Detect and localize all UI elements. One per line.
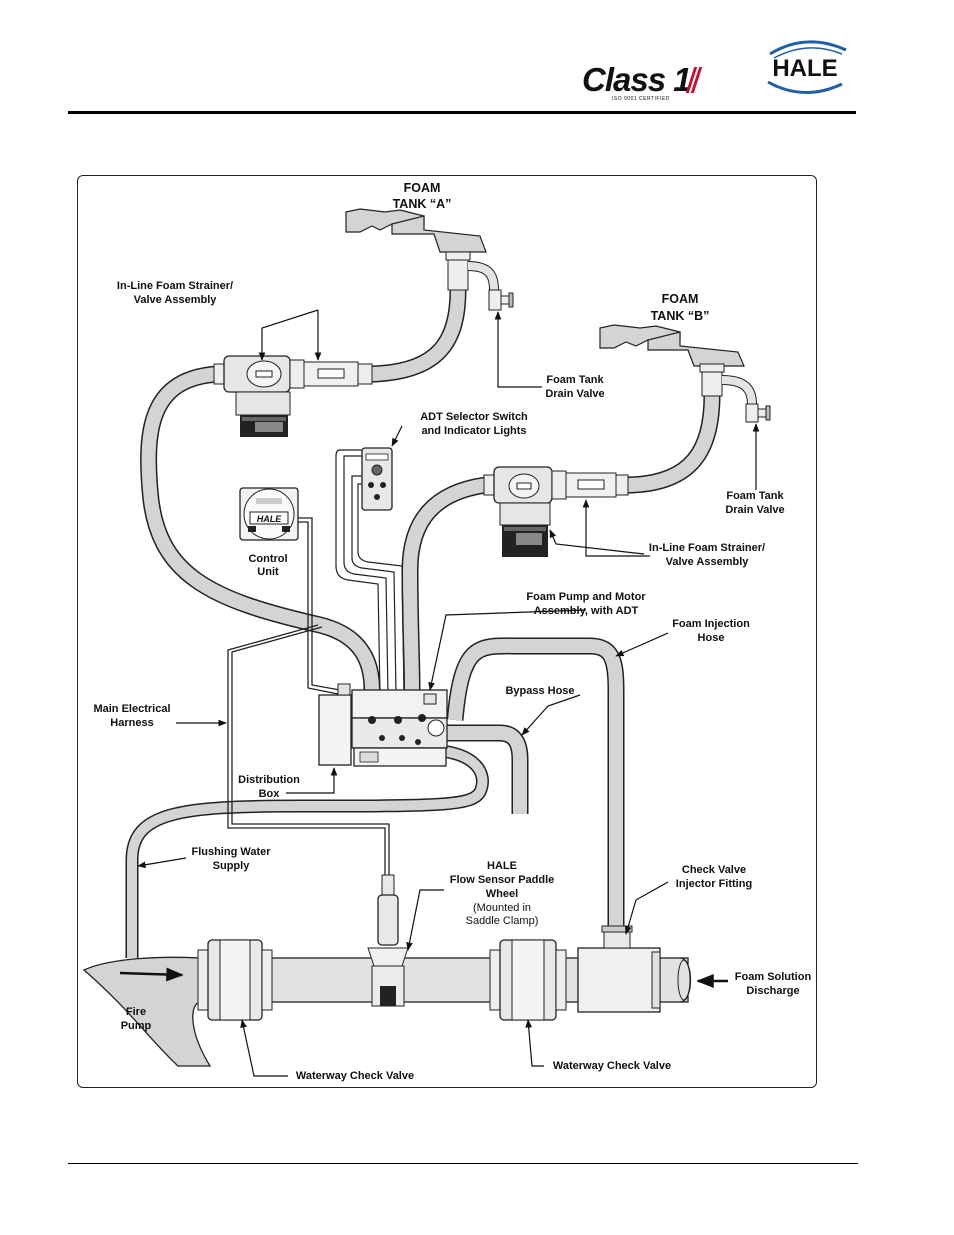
distribution-box	[318, 683, 352, 766]
label-line: Assembly, with ADT	[534, 605, 639, 617]
label-line: Drain Valve	[725, 504, 784, 516]
foam-tank-b-label: FOAM TANK “B”	[651, 292, 710, 323]
bypass-hose	[445, 724, 529, 814]
waterway-check-valve-1	[197, 939, 273, 1021]
leader-arrows	[119, 309, 760, 1077]
label-line: Box	[259, 788, 281, 800]
control-unit-display: HALE	[257, 514, 282, 524]
label-line: Pump	[121, 1020, 152, 1032]
label-line: In-Line Foam Strainer/	[117, 280, 233, 292]
label-line: Foam Injection	[672, 618, 750, 630]
class1-tagline: ISO 9001 CERTIFIED	[612, 96, 670, 102]
pump-motor-label: Foam Pump and Motor Assembly, with ADT	[526, 591, 646, 617]
foam-tank-a-label: FOAM TANK “A”	[393, 181, 452, 211]
waterway-check-valve-2	[489, 939, 567, 1021]
label-line: Foam Tank	[546, 374, 604, 386]
label-line: Discharge	[746, 985, 799, 997]
label-line: HALE	[487, 860, 517, 872]
label-line: Foam Pump and Motor	[526, 591, 646, 603]
hose-strainer-b-to-pump	[401, 476, 488, 691]
class1-logo: Class 1 ISO 9001 CERTIFIED	[582, 62, 706, 106]
label-line: In-Line Foam Strainer/	[649, 542, 765, 554]
label-line: Wheel	[486, 888, 518, 900]
label-line: ADT Selector Switch	[420, 411, 528, 423]
check-valve-injector-label: Check Valve Injector Fitting	[676, 864, 752, 890]
fire-pump-label: Fire Pump	[121, 1006, 152, 1032]
label-line: Hose	[698, 632, 725, 644]
drain-b-label: Foam Tank Drain Valve	[725, 490, 784, 516]
label-line: Supply	[213, 860, 251, 872]
label-line: Valve Assembly	[134, 294, 218, 306]
flow-sensor-paddle-wheel	[367, 874, 409, 1007]
control-unit: HALE	[239, 487, 299, 541]
foam-pump-motor-assembly	[351, 689, 448, 767]
strainer-a-label: In-Line Foam Strainer/ Valve Assembly	[117, 280, 233, 306]
label-line: Flow Sensor Paddle	[450, 874, 555, 886]
label-line: Control	[248, 553, 287, 565]
hale-wordmark: HALE	[772, 55, 837, 82]
label-line: Drain Valve	[545, 388, 604, 400]
strainer-valve-assembly-b	[483, 466, 629, 557]
label-line: Main Electrical	[93, 703, 170, 715]
main-harness-label: Main Electrical Harness	[93, 703, 170, 729]
label-line: and Indicator Lights	[421, 425, 526, 437]
drain-a-label: Foam Tank Drain Valve	[545, 374, 604, 400]
foam-tank-b	[599, 324, 771, 423]
strainer-b-label: In-Line Foam Strainer/ Valve Assembly	[649, 542, 765, 568]
label-line: FOAM	[662, 292, 699, 306]
main-electrical-harness	[227, 624, 390, 875]
foam-injection-hose	[446, 637, 625, 935]
adt-switch-label: ADT Selector Switch and Indicator Lights	[420, 411, 528, 437]
hose-strainer-a-to-pump	[140, 365, 381, 691]
waterway-check-valve-1-label: Waterway Check Valve	[296, 1070, 414, 1082]
label-line: TANK “A”	[393, 197, 452, 211]
label-line: FOAM	[404, 181, 441, 195]
foam-tank-a	[345, 208, 514, 311]
diagram-frame	[77, 175, 817, 1088]
hose-tank-b-to-strainer	[627, 394, 721, 494]
label-line: Foam Tank	[726, 490, 784, 502]
label-line: Check Valve	[682, 864, 746, 876]
hale-logo: HALE	[756, 36, 854, 100]
flushing-water-label: Flushing Water Supply	[191, 846, 271, 872]
control-unit-cable	[298, 517, 341, 695]
label-line: Fire	[126, 1006, 146, 1018]
control-unit-label: Control Unit	[248, 553, 287, 578]
distribution-box-label: Distribution Box	[238, 774, 300, 800]
adt-selector-switch	[361, 447, 393, 511]
hale-swoosh-icon: HALE	[767, 40, 847, 94]
label-line: Valve Assembly	[666, 556, 750, 568]
fire-pump	[82, 956, 212, 1067]
label-line: TANK “B”	[651, 309, 710, 323]
label-line: Injector Fitting	[676, 878, 752, 890]
hose-tank-a-to-strainer	[371, 289, 467, 383]
bypass-hose-label: Bypass Hose	[505, 685, 574, 697]
footer-rule	[68, 1163, 858, 1164]
flushing-water-hose	[125, 743, 489, 958]
label-line: Harness	[110, 717, 153, 729]
label-line: (Mounted in	[473, 902, 531, 914]
check-valve-injector-tee	[577, 925, 661, 1013]
label-line: Saddle Clamp)	[466, 915, 539, 927]
waterway-check-valve-2-label: Waterway Check Valve	[553, 1060, 671, 1072]
label-line: Distribution	[238, 774, 300, 786]
strainer-valve-assembly-a	[213, 355, 373, 437]
class1-wordmark: Class 1	[582, 61, 692, 98]
adt-switch-wiring	[335, 449, 405, 696]
label-line: Flushing Water	[191, 846, 271, 858]
flow-sensor-label: HALE Flow Sensor Paddle Wheel (Mounted i…	[450, 860, 555, 927]
header-rule	[68, 111, 856, 114]
injection-hose-label: Foam Injection Hose	[672, 618, 750, 644]
label-line: Foam Solution	[735, 971, 812, 983]
label-line: Unit	[257, 566, 279, 578]
foam-solution-label: Foam Solution Discharge	[735, 971, 812, 997]
